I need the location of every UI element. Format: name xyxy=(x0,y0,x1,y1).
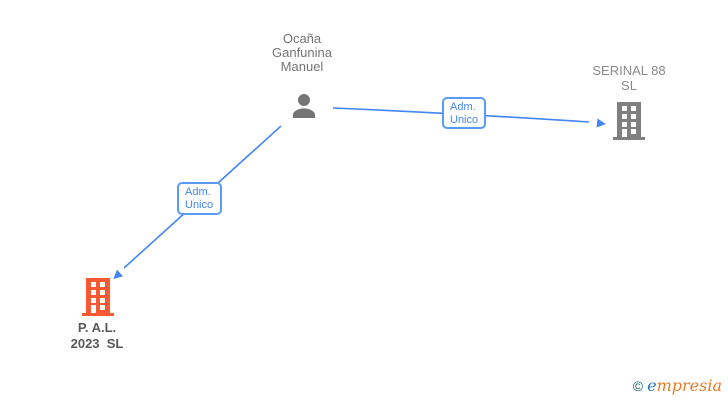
company-name-line: SERINAL 88 xyxy=(592,63,666,78)
node-person-label[interactable]: Ocaña Ganfunina Manuel xyxy=(222,32,382,74)
edge-person-serinal-arrowhead xyxy=(596,118,606,128)
edge-label-line: Unico xyxy=(185,199,214,211)
copyright-icon: © xyxy=(632,378,644,394)
person-name-line: Manuel xyxy=(280,59,324,74)
edge-person-pal-arrowhead xyxy=(113,269,124,280)
edge-label-line: Adm. xyxy=(185,186,211,198)
person-name-line: Ocaña xyxy=(282,31,322,46)
edge-label-adm-unico: Adm. Unico xyxy=(442,97,486,129)
node-serinal-label[interactable]: SERINAL 88 SL xyxy=(559,63,699,93)
building-icon[interactable] xyxy=(81,278,115,316)
company-name-line: P. A.L. xyxy=(77,320,117,335)
brand-initial: e xyxy=(647,376,657,395)
edge-label-line: Unico xyxy=(450,114,479,126)
company-name-line: SL xyxy=(621,78,637,93)
edge-label-line: Adm. xyxy=(450,101,476,113)
company-name-line: 2023 SL xyxy=(70,336,124,351)
node-pal-label[interactable]: P. A.L. 2023 SL xyxy=(27,320,167,352)
person-name-line: Ganfunina xyxy=(272,45,332,60)
brand-wordmark: empresia xyxy=(647,376,722,395)
empresia-logo[interactable]: © empresia xyxy=(633,376,722,395)
edge-label-adm-unico: Adm. Unico xyxy=(177,182,222,215)
building-icon[interactable] xyxy=(612,102,646,140)
brand-rest: mpresia xyxy=(656,376,722,395)
person-icon[interactable] xyxy=(286,88,322,124)
